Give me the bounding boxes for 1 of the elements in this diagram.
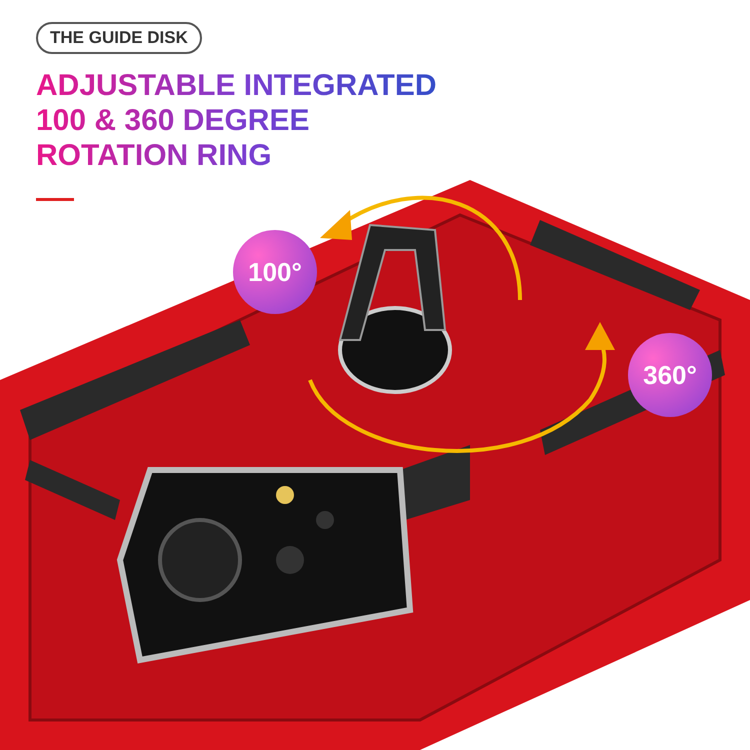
pill-label: THE GUIDE DISK	[36, 22, 202, 54]
